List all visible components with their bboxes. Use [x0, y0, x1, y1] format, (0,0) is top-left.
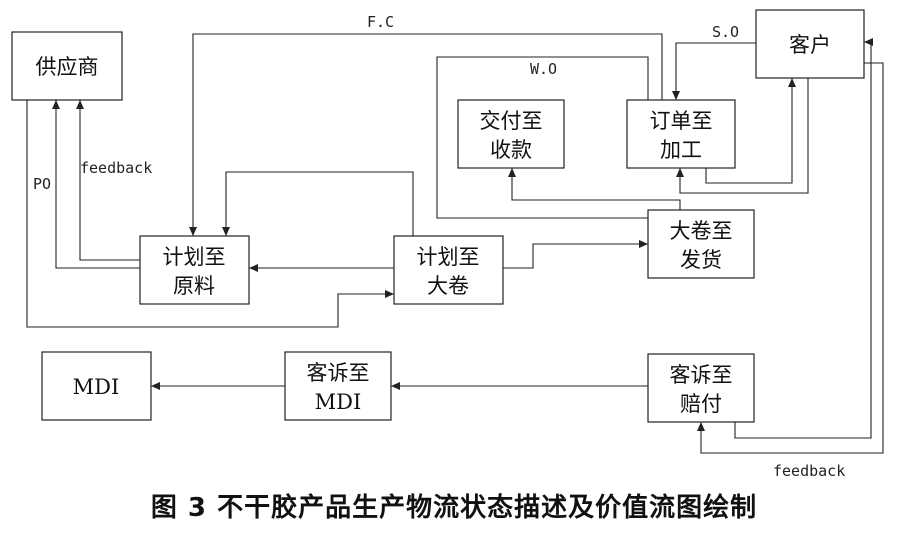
node-roll-ship: 大卷至 发货 [647, 209, 755, 279]
node-mdi-label: MDI [73, 375, 120, 399]
edge-so [672, 42, 756, 100]
node-customer: 客户 [755, 9, 865, 79]
node-order-process-line2: 加工 [660, 138, 702, 162]
node-customer-label: 客户 [789, 33, 831, 57]
figure-number: 图 3 [150, 493, 208, 523]
node-roll-ship-line1: 大卷至 [670, 219, 733, 243]
node-complaint-mdi: 客诉至 MDI [284, 351, 392, 421]
edge-material-to-supplier-1 [52, 100, 140, 269]
node-plan-roll-line1: 计划至 [417, 245, 480, 269]
node-plan-material: 计划至 原料 [139, 235, 250, 305]
label-wo: W.O [530, 60, 557, 78]
edge-feedback-right-2 [734, 38, 873, 439]
node-supplier-label: 供应商 [36, 55, 99, 79]
node-complaint-pay: 客诉至 赔付 [647, 353, 755, 423]
edge-order-to-customer-1 [705, 78, 796, 184]
node-complaint-mdi-line1: 客诉至 [307, 361, 370, 385]
node-plan-material-line1: 计划至 [163, 245, 226, 269]
node-mdi: MDI [41, 351, 152, 421]
node-deliver-collect: 交付至 收款 [457, 99, 565, 169]
node-plan-roll: 计划至 大卷 [393, 235, 504, 305]
node-supplier: 供应商 [11, 31, 123, 101]
edge-roll-to-ship [503, 240, 648, 269]
label-fc: F.C [367, 13, 394, 31]
edge-fc [189, 33, 663, 236]
figure-caption: 图 3 不干胶产品生产物流状态描述及价值流图绘制 [0, 487, 908, 524]
label-so: S.O [712, 23, 739, 41]
edge-feedback-right-1 [697, 62, 884, 454]
label-po: PO [33, 175, 51, 193]
node-plan-material-line2: 原料 [173, 274, 215, 298]
value-stream-diagram: F.C S.O W.O PO feedback feedback 供应商 客户 … [11, 9, 884, 480]
node-complaint-mdi-line2: MDI [315, 390, 362, 414]
node-complaint-pay-line1: 客诉至 [670, 363, 733, 387]
node-plan-roll-line2: 大卷 [427, 274, 469, 298]
edge-po [26, 100, 394, 328]
node-deliver-collect-line2: 收款 [490, 138, 532, 162]
node-complaint-pay-line2: 赔付 [680, 392, 722, 416]
edge-wo [436, 56, 649, 219]
edge-roll-to-material [222, 171, 414, 236]
node-deliver-collect-line1: 交付至 [480, 109, 543, 133]
label-feedback-left: feedback [80, 159, 152, 177]
edge-ship-to-collect [508, 168, 681, 210]
label-feedback-right: feedback [773, 462, 845, 480]
figure-title: 不干胶产品生产物流状态描述及价值流图绘制 [217, 493, 758, 523]
edge-customer-to-order [676, 78, 809, 194]
node-order-process-line1: 订单至 [650, 109, 713, 133]
edge-feedback-left [76, 100, 140, 261]
node-roll-ship-line2: 发货 [680, 248, 722, 272]
node-order-process: 订单至 加工 [626, 99, 736, 169]
